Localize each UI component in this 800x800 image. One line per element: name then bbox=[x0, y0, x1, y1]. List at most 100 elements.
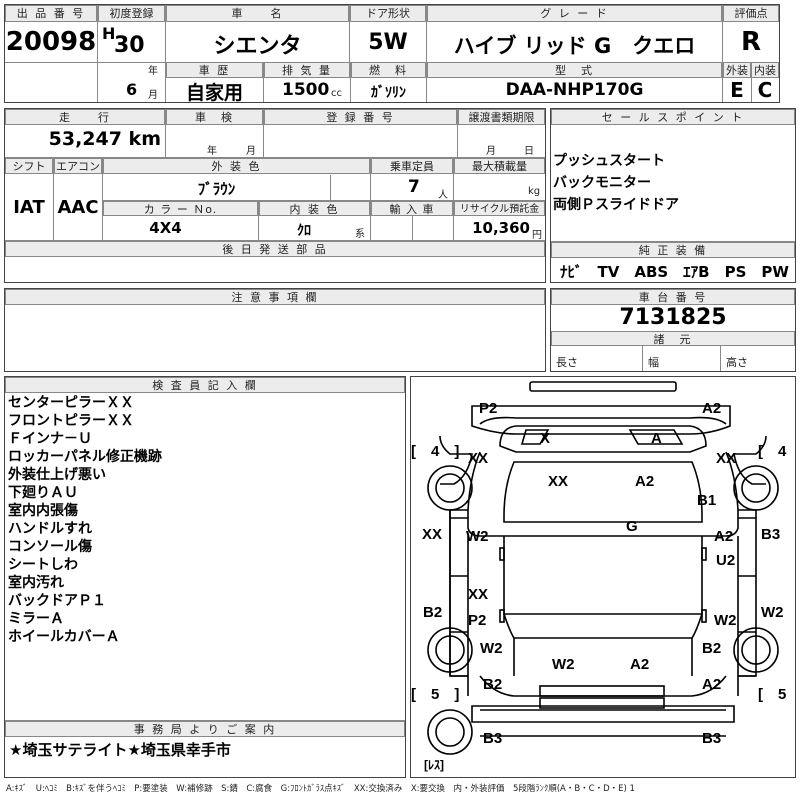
door-type: 5W bbox=[368, 30, 408, 55]
mark-front-bumper-right: A2 bbox=[702, 400, 722, 417]
shift: IAT bbox=[13, 197, 45, 218]
office-notice: ★埼玉サテライト★埼玉県幸手市 bbox=[9, 741, 231, 759]
max-load-unit: kg bbox=[528, 186, 541, 197]
width-label: 幅 bbox=[648, 356, 659, 369]
exterior-color-label: 外 装 色 bbox=[103, 158, 370, 174]
mark-front-fender-left: XX bbox=[468, 450, 489, 467]
mark-right-front-door-lower: U2 bbox=[716, 552, 736, 569]
displacement-unit: cc bbox=[331, 88, 342, 99]
capacity-label: 乗車定員 bbox=[371, 158, 453, 174]
mark-roof-right: A2 bbox=[635, 473, 655, 490]
color-number-label: カ ラ ー Ｎo. bbox=[103, 201, 258, 216]
model-code: DAA-NHP170G bbox=[505, 80, 644, 100]
mark-left-front-door: W2 bbox=[466, 528, 489, 545]
mark-left-rear-door-upper: XX bbox=[468, 586, 489, 603]
sales-point-item: プッシュスタート bbox=[553, 153, 665, 169]
first-registration-year: 30 bbox=[114, 33, 145, 58]
year-unit: 年 bbox=[148, 66, 158, 77]
inspector-notes: センターピラーＸＸ フロントピラーＸＸ Ｆインナ－Ｕ ロッカーパネル修正機跡 外… bbox=[8, 394, 162, 646]
spare-tire: [ﾚｽ] bbox=[424, 758, 444, 772]
mark-right-front-door: A2 bbox=[714, 528, 734, 545]
sales-point-label: セ ー ル ス ポ イ ン ト bbox=[551, 109, 795, 125]
recycle-fee: 10,360 bbox=[472, 219, 530, 237]
inspector-note: 外装仕上げ悪い bbox=[8, 467, 106, 483]
spec-label: 諸 元 bbox=[551, 331, 795, 346]
tire-front-left: [ 4 ] bbox=[411, 443, 460, 460]
max-load-label: 最大積載量 bbox=[454, 158, 545, 174]
mileage-label: 走 行 bbox=[5, 109, 165, 125]
mark-left-rear-door: P2 bbox=[468, 612, 487, 629]
mark-right-rear-fender: B2 bbox=[702, 640, 722, 657]
tire-rear-right: [ 5 ] bbox=[758, 686, 800, 703]
equipment-label: 純 正 装 備 bbox=[551, 242, 795, 258]
height-label: 高さ bbox=[726, 356, 748, 369]
history: 自家用 bbox=[185, 82, 243, 104]
lot-number: 20098 bbox=[5, 27, 97, 57]
inspector-note: 下廻りＡＵ bbox=[8, 485, 78, 501]
history-label: 車 歴 bbox=[166, 62, 263, 78]
sales-point-item: 両側Ｐスライドドア bbox=[553, 197, 679, 213]
car-name-label: 車 名 bbox=[166, 5, 349, 22]
mark-right-pillar: B1 bbox=[697, 492, 717, 509]
tire-front-right: [ 4 ] bbox=[758, 443, 800, 460]
damage-code-legend: A:ｷｽﾞ U:ﾍｺﾐ B:ｷｽﾞを伴うﾍｺﾐ P:要塗装 W:補修跡 S:錆 … bbox=[6, 784, 635, 794]
inspection-month-unit: 月 bbox=[246, 146, 256, 157]
mark-right-rear-edge: W2 bbox=[761, 604, 784, 621]
mark-center: G bbox=[626, 518, 638, 535]
displacement-label: 排 気 量 bbox=[264, 62, 350, 78]
interior-grade-label: 内装 bbox=[751, 62, 779, 78]
office-notice-label: 事 務 局 よ り ご 案 内 bbox=[5, 721, 405, 737]
mark-left-rear-fender: W2 bbox=[480, 640, 503, 657]
inspector-note: 室内内張傷 bbox=[8, 503, 78, 519]
mark-windshield-right: A bbox=[651, 430, 662, 447]
score: R bbox=[740, 27, 762, 57]
equipment-list: ﾅﾋﾞ TV ABS ｴｱB PS PW bbox=[560, 263, 789, 281]
plate-number-label: 登 録 番 号 bbox=[264, 109, 457, 125]
inspector-note: Ｆインナ－Ｕ bbox=[8, 431, 92, 447]
inspection-label: 車 検 bbox=[166, 109, 263, 125]
import-label: 輸 入 車 bbox=[371, 201, 453, 216]
inspector-note: バックドアＰ１ bbox=[8, 593, 106, 609]
drive-type: 4X4 bbox=[149, 219, 182, 237]
recycle-fee-unit: 円 bbox=[532, 230, 542, 241]
grade-label: グ レ ー ド bbox=[427, 5, 722, 22]
inspector-note: フロントピラーＸＸ bbox=[8, 413, 134, 429]
exterior-grade-label: 外装 bbox=[723, 62, 751, 78]
later-parts-label: 後 日 発 送 部 品 bbox=[5, 241, 545, 257]
inspector-box bbox=[4, 376, 406, 778]
mark-rear-bumper-left: B3 bbox=[483, 730, 503, 747]
month-unit: 月 bbox=[148, 90, 158, 101]
first-registration-month: 6 bbox=[126, 80, 138, 99]
inspection-year-unit: 年 bbox=[207, 146, 217, 157]
fuel: ｶﾞｿﾘﾝ bbox=[371, 85, 406, 101]
inspector-note: センターピラーＸＸ bbox=[8, 395, 134, 411]
chassis-number: 7131825 bbox=[619, 305, 727, 330]
mark-left-rocker: B2 bbox=[423, 604, 443, 621]
mark-roof-left: XX bbox=[548, 473, 569, 490]
mark-rear-bumper-right: B3 bbox=[702, 730, 722, 747]
inspector-note: コンソール傷 bbox=[8, 539, 92, 555]
mark-windshield-left: X bbox=[540, 430, 551, 447]
interior-color-unit: 系 bbox=[355, 229, 365, 240]
shift-label: シフト bbox=[5, 158, 53, 174]
mark-right-rear-door: W2 bbox=[714, 612, 737, 629]
aircon-label: エアコン bbox=[54, 158, 102, 174]
fuel-label: 燃 料 bbox=[351, 62, 426, 78]
caution-label: 注 意 事 項 欄 bbox=[5, 289, 545, 305]
mileage: 53,247 km bbox=[48, 128, 161, 150]
mark-front-bumper-left: P2 bbox=[479, 400, 498, 417]
sales-point-list: プッシュスタート バックモニター 両側Ｐスライドドア bbox=[553, 150, 679, 216]
mark-front-fender-right: XX bbox=[716, 450, 737, 467]
mark-rear-right-quarter: A2 bbox=[702, 676, 722, 693]
damage-diagram-box bbox=[410, 376, 796, 778]
era: H bbox=[102, 24, 116, 43]
inspector-note: ロッカーパネル修正機跡 bbox=[8, 449, 162, 465]
mark-rear-window-left: W2 bbox=[552, 656, 575, 673]
inspector-notes-label: 検 査 員 記 入 欄 bbox=[5, 377, 405, 393]
score-label: 評価点 bbox=[723, 5, 779, 22]
door-type-label: ドア形状 bbox=[350, 5, 426, 22]
inspector-note: ハンドルすれ bbox=[8, 521, 92, 537]
displacement: 1500 bbox=[282, 80, 330, 100]
interior-color: ｸﾛ bbox=[297, 223, 311, 239]
mark-rear-left-quarter: B2 bbox=[483, 676, 503, 693]
